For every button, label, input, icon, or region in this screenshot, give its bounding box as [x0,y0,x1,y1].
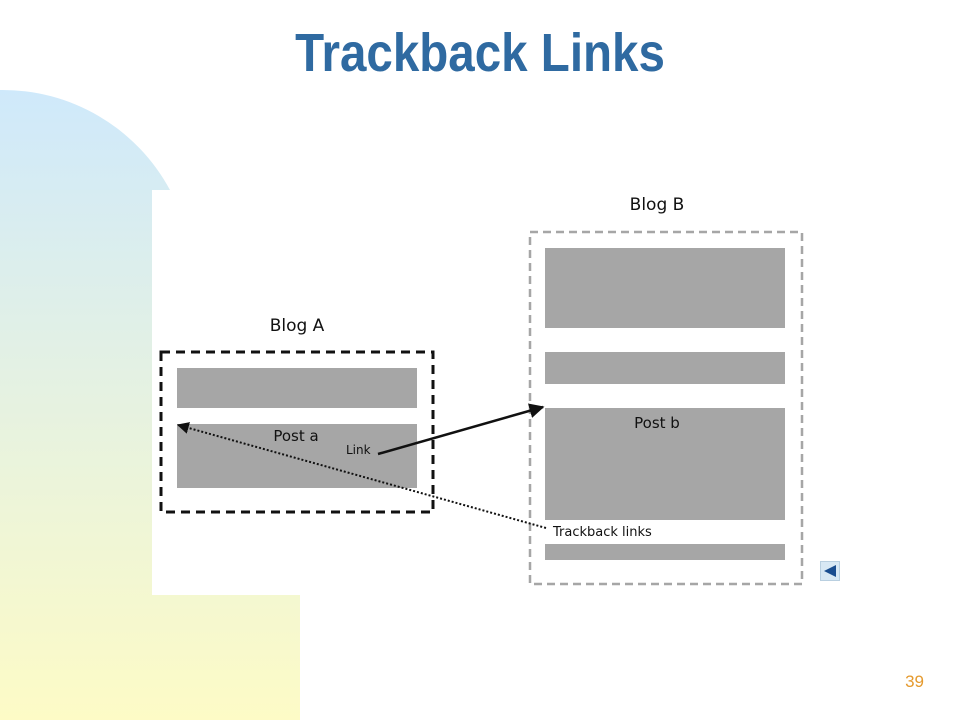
blog-b-nav-block [545,352,785,384]
post-b-label: Post b [634,414,680,432]
post-a-label: Post a [273,427,318,445]
blog-b-label: Blog B [630,195,685,215]
link-label: Link [346,443,371,457]
trackback-label-bg [545,520,665,542]
blog-b-post-block [545,408,785,520]
background-decoration [0,89,300,720]
trackback-links-label: Trackback links [552,525,652,540]
blog-a-label: Blog A [270,316,325,336]
blog-a-container [159,350,435,514]
page-number: 39 [905,672,924,691]
previous-slide-button[interactable] [820,561,840,581]
link-arrow [377,403,545,456]
blog-b-header-block [545,248,785,328]
slide-title: Trackback Links [295,23,665,83]
blog-a-post-block [177,424,417,488]
trackback-diagram: Blog A Post a Link Blog B Post b Trackba… [159,195,804,586]
triangle-left-icon [824,565,836,577]
blog-a-header-block [177,368,417,408]
blog-b-footer-block [545,544,785,560]
